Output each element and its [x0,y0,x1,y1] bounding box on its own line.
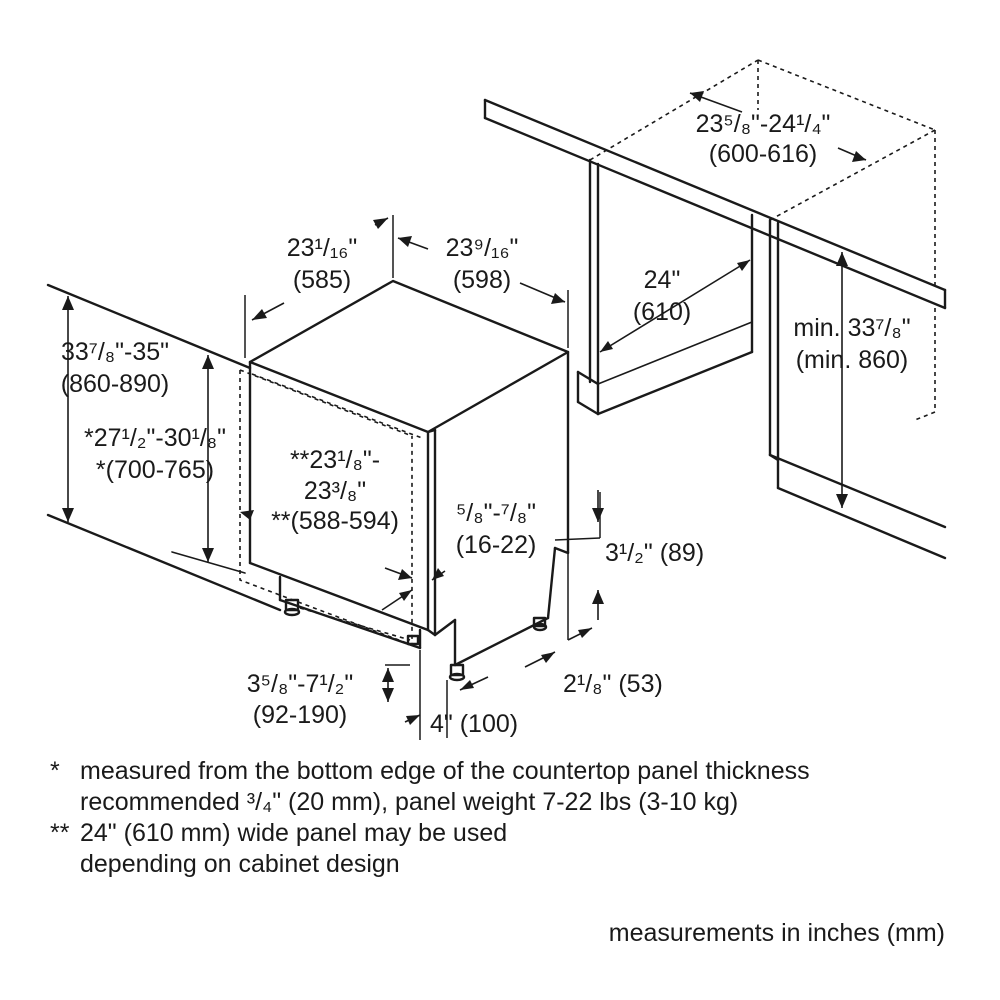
panel-thickness-mm-label: (16-22) [456,531,537,559]
footnote-1-mark: * [50,757,60,785]
footnote-1: * measured from the bottom edge of the c… [50,756,970,787]
units-note: measurements in inches (mm) [608,919,945,947]
cabinet-outline [483,98,947,560]
opening-height-label: min. 33⁷/₈" [793,314,910,342]
leveling-height-label: 3⁵/₈"-7¹/₂" [247,670,354,698]
cabinet-depth-label: 23⁵/₈"-24¹/₄" [696,110,831,138]
panel-width-mm-label: **(588-594) [271,507,399,535]
cabinet-depth-mm-label: (600-616) [709,140,817,168]
unit-width-label: 23⁹/₁₆" [446,234,519,262]
footnote-1-line-1: measured from the bottom edge of the cou… [80,757,810,785]
panel-thickness-label: ⁵/₈"-⁷/₈" [456,499,536,527]
leveling-height-mm-label: (92-190) [253,701,348,729]
floor-lines [46,283,282,612]
opening-dashed-outline [589,59,936,421]
footnote-2-mark: ** [50,819,70,847]
panel-width-label-2: 23³/₈" [304,477,366,505]
panel-height-mm-label: *(700-765) [96,456,214,484]
footnote-1-line-2: recommended ³/₄" (20 mm), panel weight 7… [80,788,739,816]
unit-depth-mm-label: (585) [293,266,351,294]
dishwasher-body [248,279,570,682]
opening-height-mm-label: (min. 860) [796,346,909,374]
footnote-2: ** 24" (610 mm) wide panel may be used [50,818,970,849]
toe-kick-height-label: 3¹/₂" (89) [605,539,704,567]
unit-depth-label: 23¹/₁₆" [287,234,357,262]
foot-setback-label: 4" (100) [430,710,518,738]
front-panel-dashed-outline [239,369,423,647]
footnote-2-line-1: 24" (610 mm) wide panel may be used [80,819,508,847]
footnotes: * measured from the bottom edge of the c… [50,756,970,880]
toe-kick-depth-label: 2¹/₈" (53) [563,670,663,698]
overall-height-label: 33⁷/₈"-35" [61,338,169,366]
panel-height-label: *27¹/₂"-30¹/₈" [84,424,226,452]
footnote-2-line-2: depending on cabinet design [80,850,400,878]
panel-width-label: **23¹/₈"- [290,446,380,474]
dimension-arrows [62,91,867,725]
overall-height-mm-label: (860-890) [61,370,169,398]
unit-width-mm-label: (598) [453,266,511,294]
opening-width-label: 24" [644,266,681,294]
opening-width-mm-label: (610) [633,298,691,326]
